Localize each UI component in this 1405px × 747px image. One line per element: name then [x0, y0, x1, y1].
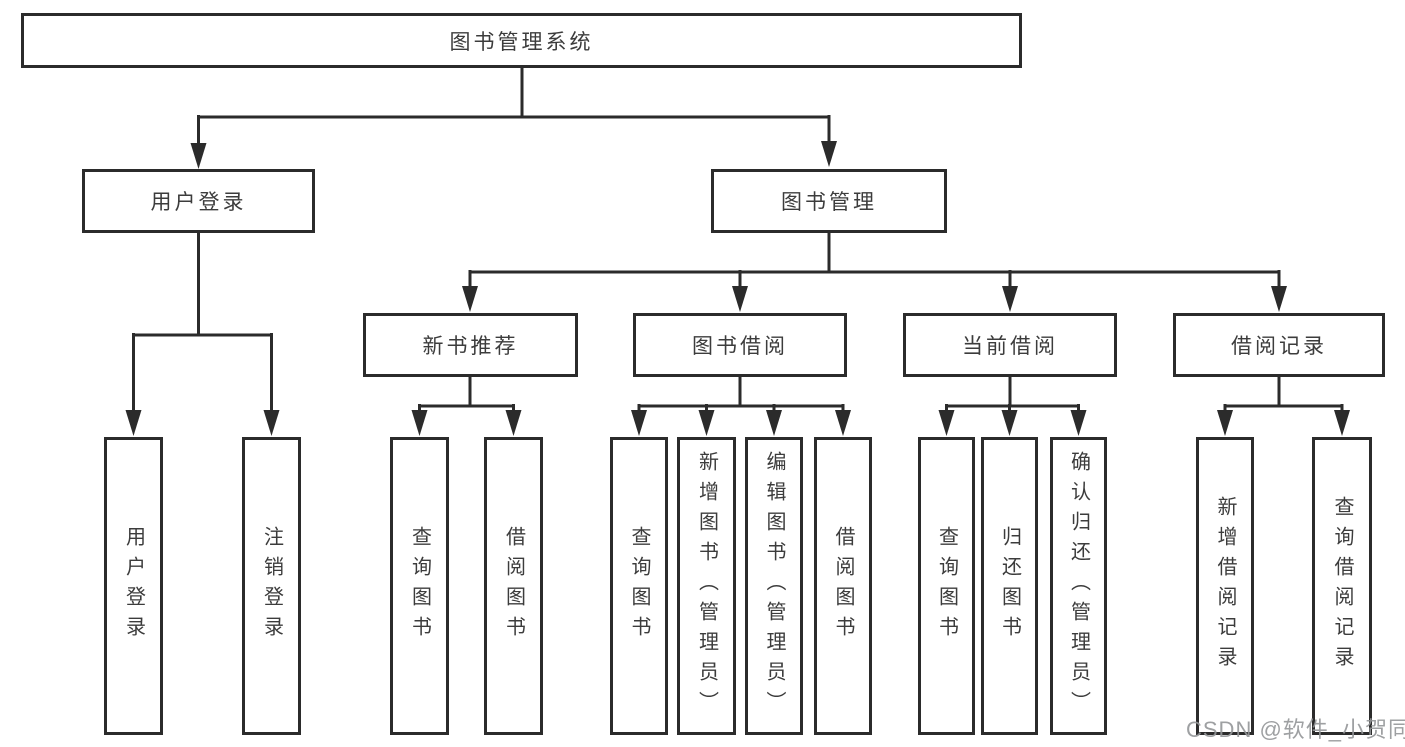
- node-label: 新增图书（管理员）: [695, 451, 718, 721]
- leaf-borrow-books: 借阅图书: [814, 437, 872, 735]
- node-borrowing-records: 借阅记录: [1173, 313, 1385, 377]
- node-label: 注销登录: [260, 526, 283, 646]
- leaf-return-books: 归还图书: [981, 437, 1038, 735]
- leaf-borrow-books-recommend: 借阅图书: [484, 437, 543, 735]
- node-label: 确认归还（管理员）: [1067, 451, 1090, 721]
- node-label: 当前借阅: [962, 335, 1058, 358]
- node-label: 图书借阅: [692, 335, 788, 358]
- leaf-add-borrow-record: 新增借阅记录: [1196, 437, 1254, 735]
- csdn-watermark: CSDN @软件_小贺同学: [1186, 717, 1405, 742]
- node-label: 查询图书: [935, 526, 958, 646]
- node-label: 查询借阅记录: [1331, 496, 1353, 676]
- node-label: 新书推荐: [422, 335, 519, 358]
- node-new-book-recommendation: 新书推荐: [363, 313, 578, 377]
- leaf-confirm-return-admin: 确认归还（管理员）: [1050, 437, 1107, 735]
- leaf-query-borrow-record: 查询借阅记录: [1312, 437, 1372, 735]
- node-label: 查询图书: [628, 526, 650, 646]
- leaf-user-login: 用户登录: [104, 437, 163, 735]
- node-label: 借阅图书: [832, 526, 854, 646]
- node-label: 归还图书: [998, 526, 1021, 646]
- leaf-query-books-current: 查询图书: [918, 437, 975, 735]
- leaf-add-books-admin: 新增图书（管理员）: [677, 437, 736, 735]
- node-label: 图书管理: [781, 191, 877, 214]
- leaf-query-books-recommend: 查询图书: [390, 437, 449, 735]
- node-label: 图书管理系统: [449, 30, 594, 54]
- leaf-edit-books-admin: 编辑图书（管理员）: [745, 437, 803, 735]
- leaf-query-books-borrow: 查询图书: [610, 437, 668, 735]
- node-library-system: 图书管理系统: [21, 13, 1022, 68]
- node-label: 借阅图书: [502, 526, 525, 646]
- node-label: 用户登录: [150, 191, 247, 214]
- node-book-borrowing: 图书借阅: [633, 313, 847, 377]
- leaf-logout: 注销登录: [242, 437, 301, 735]
- node-label: 借阅记录: [1231, 335, 1327, 358]
- node-label: 查询图书: [408, 526, 431, 646]
- node-label: 编辑图书（管理员）: [763, 451, 785, 721]
- node-label: 新增借阅记录: [1214, 496, 1236, 676]
- node-label: 用户登录: [122, 526, 145, 646]
- node-book-management: 图书管理: [711, 169, 947, 233]
- node-user-login: 用户登录: [82, 169, 315, 233]
- node-current-borrowing: 当前借阅: [903, 313, 1117, 377]
